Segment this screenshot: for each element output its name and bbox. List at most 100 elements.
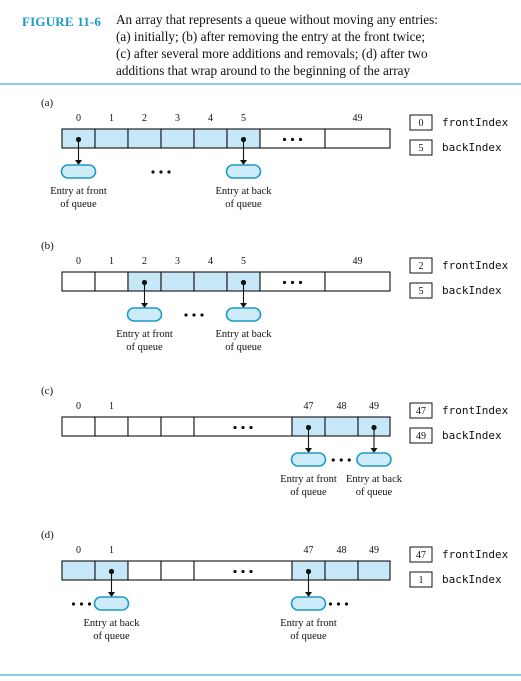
pointer-arrowhead <box>305 592 312 597</box>
array-cell <box>324 128 391 149</box>
cell-index-label: 47 <box>304 401 314 412</box>
node-caption: Entry at front <box>280 618 337 629</box>
pointer-arrowhead <box>240 303 247 308</box>
queue-node <box>290 452 327 467</box>
queue-node <box>126 307 163 322</box>
ellipsis-dot <box>344 602 349 606</box>
cell-index-label: 1 <box>109 545 114 556</box>
cell-index-label: 49 <box>369 545 379 556</box>
cell-index-label: 5 <box>241 256 246 267</box>
array-cell <box>193 271 228 292</box>
front-index-label: frontIndex <box>442 548 509 561</box>
cell-index-label: 4 <box>208 256 213 267</box>
node-caption: of queue <box>225 199 262 210</box>
ellipsis-dot <box>192 313 196 317</box>
array-cell <box>357 560 391 581</box>
ellipsis-dot <box>159 170 163 174</box>
between-nodes-ellipsis <box>184 313 204 317</box>
ellipsis-dot <box>184 313 188 317</box>
array-cell <box>61 271 96 292</box>
back-index-label: backIndex <box>442 141 502 154</box>
back-index-value: 5 <box>419 286 424 297</box>
cell-index-label: 0 <box>76 545 81 556</box>
pointer-arrowhead <box>108 592 115 597</box>
array-cell <box>160 416 195 437</box>
ellipsis-dot <box>233 569 237 574</box>
cell-index-label: 49 <box>353 113 363 124</box>
caption-line: (c) after several more additions and rem… <box>116 46 428 61</box>
array-cell <box>61 560 96 581</box>
array-cell <box>94 271 129 292</box>
ellipsis-dot <box>233 425 237 430</box>
panel-tag: (d) <box>41 529 54 541</box>
ellipsis-dot <box>336 602 341 606</box>
cell-index-label: 5 <box>241 113 246 124</box>
cell-index-label: 48 <box>337 401 347 412</box>
queue-node <box>356 452 392 467</box>
ellipsis-dot <box>328 602 333 606</box>
ellipsis-dot <box>79 602 84 606</box>
ellipsis-dot <box>298 280 303 285</box>
node-caption: of queue <box>356 487 393 498</box>
cell-index-label: 2 <box>142 113 147 124</box>
front-index-value: 47 <box>416 406 426 417</box>
queue-node <box>225 307 262 322</box>
back-index-box <box>409 571 433 588</box>
cell-index-label: 3 <box>175 256 180 267</box>
array-cell <box>94 416 129 437</box>
ellipsis-dot <box>241 569 245 574</box>
ellipsis-dot <box>167 170 171 174</box>
ellipsis-dot <box>249 569 253 574</box>
ellipsis-dot <box>331 458 335 462</box>
ellipsis-cell <box>282 137 303 142</box>
front-index-label: frontIndex <box>442 404 509 417</box>
queue-node <box>93 596 130 611</box>
ellipsis-dot <box>290 280 295 285</box>
back-index-box <box>409 139 433 156</box>
ellipsis-dot <box>339 458 343 462</box>
ellipsis-dot <box>71 602 76 606</box>
array-cell <box>127 416 162 437</box>
ellipsis-dot <box>241 425 245 430</box>
queue-node <box>60 164 97 179</box>
front-index-box <box>409 257 433 274</box>
caption-line: (a) initially; (b) after removing the en… <box>116 29 426 44</box>
cell-index-label: 49 <box>353 256 363 267</box>
back-index-label: backIndex <box>442 573 502 586</box>
array-cell <box>193 128 228 149</box>
ellipsis-cell <box>233 425 253 430</box>
ellipsis-dot <box>200 313 204 317</box>
node-caption: of queue <box>126 342 163 353</box>
pointer-arrowhead <box>240 160 247 165</box>
cell-index-label: 49 <box>369 401 379 412</box>
caption-line: additions that wrap around to the beginn… <box>116 63 411 78</box>
between-nodes-ellipsis <box>151 170 171 174</box>
caption-line: An array that represents a queue without… <box>116 12 438 27</box>
back-index-box <box>409 427 433 444</box>
array-cell <box>127 128 162 149</box>
node-caption: Entry at front <box>280 474 337 485</box>
node-ellipsis <box>71 602 92 606</box>
array-cell <box>61 416 96 437</box>
panel-tag: (b) <box>41 240 54 252</box>
cell-index-label: 47 <box>304 545 314 556</box>
figure-label: FIGURE 11-6 <box>22 14 102 29</box>
node-caption: Entry at front <box>50 186 107 197</box>
front-index-value: 0 <box>419 118 424 129</box>
back-index-label: backIndex <box>442 429 502 442</box>
front-index-label: frontIndex <box>442 259 509 272</box>
cell-index-label: 1 <box>109 256 114 267</box>
ellipsis-dot <box>151 170 155 174</box>
front-index-box <box>409 114 433 131</box>
queue-node <box>225 164 262 179</box>
node-caption: Entry at back <box>216 329 273 340</box>
node-caption: Entry at back <box>84 618 141 629</box>
array-cell <box>160 271 195 292</box>
node-caption: of queue <box>225 342 262 353</box>
queue-node <box>290 596 327 611</box>
array-cell <box>160 128 195 149</box>
cell-index-label: 1 <box>109 401 114 412</box>
ellipsis-dot <box>282 280 287 285</box>
